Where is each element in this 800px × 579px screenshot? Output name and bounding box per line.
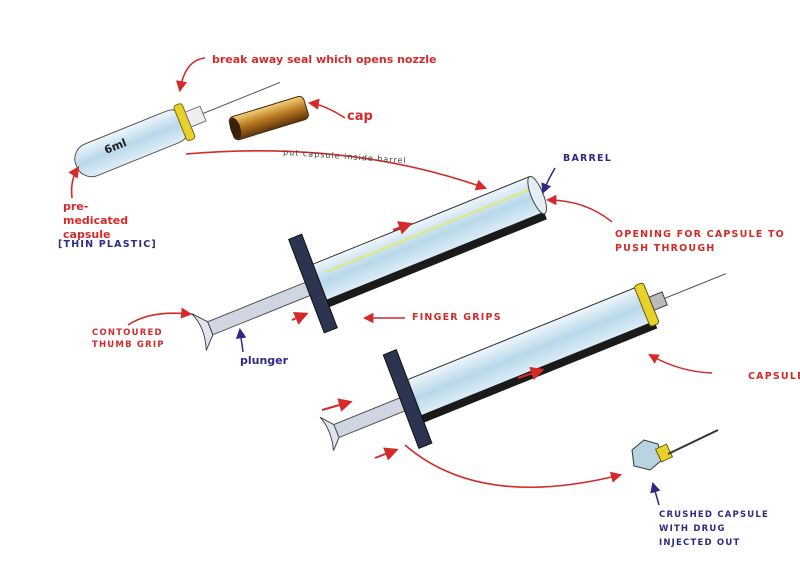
label-barrel: BARREL bbox=[563, 153, 612, 164]
label-cap: cap bbox=[347, 109, 373, 124]
label-capsule: CAPSULE bbox=[748, 371, 800, 382]
crushed-capsule-drawing bbox=[631, 429, 719, 471]
label-break-away-seal: break away seal which opens nozzle bbox=[212, 53, 437, 66]
label-thin-plastic: [THIN PLASTIC] bbox=[58, 239, 157, 250]
syringe-assembly-drawing bbox=[190, 175, 548, 351]
pre-medicated-capsule-drawing bbox=[74, 81, 281, 178]
label-contoured-thumb-grip: CONTOURED THUMB GRIP bbox=[92, 328, 165, 350]
label-finger-grips: FINGER GRIPS bbox=[412, 312, 502, 323]
label-plunger: plunger bbox=[240, 354, 289, 367]
label-pre-medicated-capsule: pre-medicated capsule bbox=[63, 200, 129, 241]
label-opening-for-capsule: OPENING FOR CAPSULE TO PUSH THROUGH bbox=[615, 229, 785, 254]
label-crushed-capsule: CRUSHED CAPSULE WITH DRUG INJECTED OUT bbox=[659, 510, 770, 548]
cap-drawing bbox=[228, 95, 309, 141]
